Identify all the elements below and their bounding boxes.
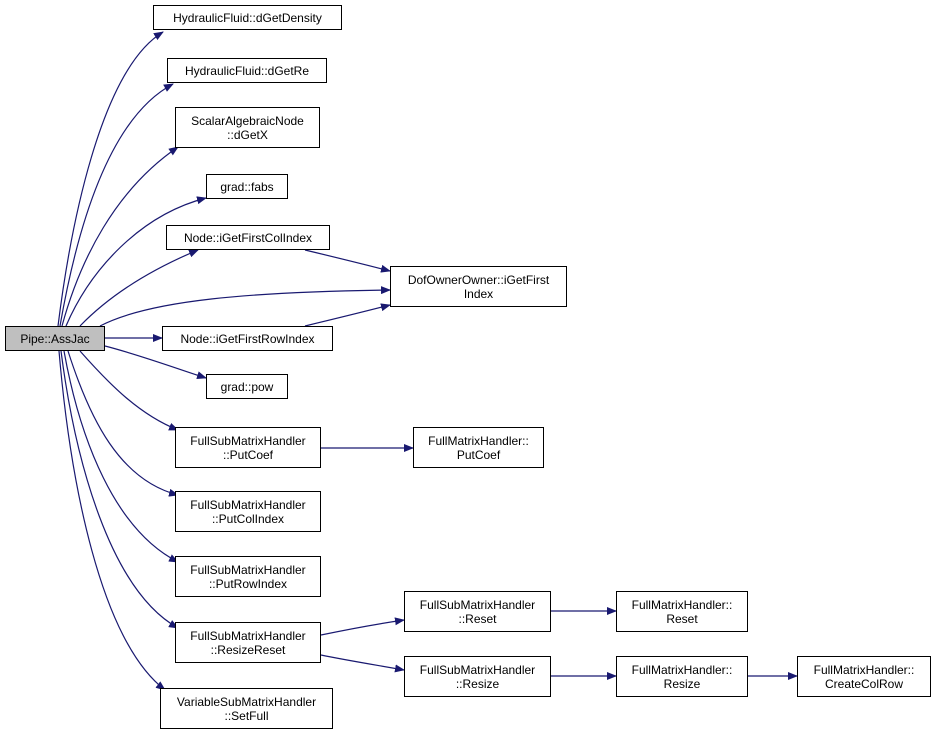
edge-root-to-firstcol [79, 249, 199, 327]
node-dofownerowner-igetfirstindex[interactable]: DofOwnerOwner::iGetFirst Index [390, 266, 567, 307]
edge-root-to-putrowindex [63, 350, 179, 563]
edge-root-to-density [57, 31, 164, 327]
node-fullsubmatrixhandler-putcolindex[interactable]: FullSubMatrixHandler ::PutColIndex [175, 491, 321, 532]
node-grad-pow[interactable]: grad::pow [206, 374, 288, 399]
node-fullmatrixhandler-resize[interactable]: FullMatrixHandler:: Resize [616, 656, 748, 697]
node-fullsubmatrixhandler-reset[interactable]: FullSubMatrixHandler ::Reset [404, 591, 551, 632]
node-hydraulicfluid-dgetre[interactable]: HydraulicFluid::dGetRe [167, 58, 327, 83]
edge-root-to-setfull [58, 350, 166, 691]
node-pipe-assjac[interactable]: Pipe::AssJac [5, 326, 105, 351]
node-fullmatrixhandler-putcoef[interactable]: FullMatrixHandler:: PutCoef [413, 427, 544, 468]
node-node-igetfirstrowindex[interactable]: Node::iGetFirstRowIndex [162, 326, 333, 351]
node-scalaralgebraicnode-dgetx[interactable]: ScalarAlgebraicNode ::dGetX [175, 107, 320, 148]
edge-root-to-pow [104, 345, 207, 380]
edge-root-to-resizereset [60, 350, 179, 629]
node-fullmatrixhandler-createcolrow[interactable]: FullMatrixHandler:: CreateColRow [797, 656, 931, 697]
node-grad-fabs[interactable]: grad::fabs [206, 174, 288, 199]
edge-firstcol-to-dofowner [304, 249, 391, 273]
node-hydraulicfluid-dgetdensity[interactable]: HydraulicFluid::dGetDensity [153, 5, 342, 30]
edge-resizereset-to-fsm_reset [320, 617, 405, 636]
node-fullmatrixhandler-reset[interactable]: FullMatrixHandler:: Reset [616, 591, 748, 632]
edge-root-to-dofowner [99, 286, 391, 327]
edge-root-to-fabs [65, 196, 207, 327]
edge-root-to-putcolindex [67, 350, 179, 497]
node-node-igetfirstcolindex[interactable]: Node::iGetFirstColIndex [166, 225, 330, 250]
node-fullsubmatrixhandler-putcoef[interactable]: FullSubMatrixHandler ::PutCoef [175, 427, 321, 468]
edge-root-to-dgetre [59, 83, 174, 327]
edge-root-to-putcoef [79, 350, 179, 431]
node-fullsubmatrixhandler-putrowindex[interactable]: FullSubMatrixHandler ::PutRowIndex [175, 556, 321, 597]
edge-resizereset-to-fsm_resize [320, 654, 405, 673]
node-fullsubmatrixhandler-resizereset[interactable]: FullSubMatrixHandler ::ResizeReset [175, 622, 321, 663]
edge-root-to-dgetx [61, 146, 179, 327]
node-fullsubmatrixhandler-resize[interactable]: FullSubMatrixHandler ::Resize [404, 656, 551, 697]
node-variablesubmatrixhandler-setfull[interactable]: VariableSubMatrixHandler ::SetFull [160, 688, 333, 729]
edge-firstrow-to-dofowner [304, 303, 391, 327]
